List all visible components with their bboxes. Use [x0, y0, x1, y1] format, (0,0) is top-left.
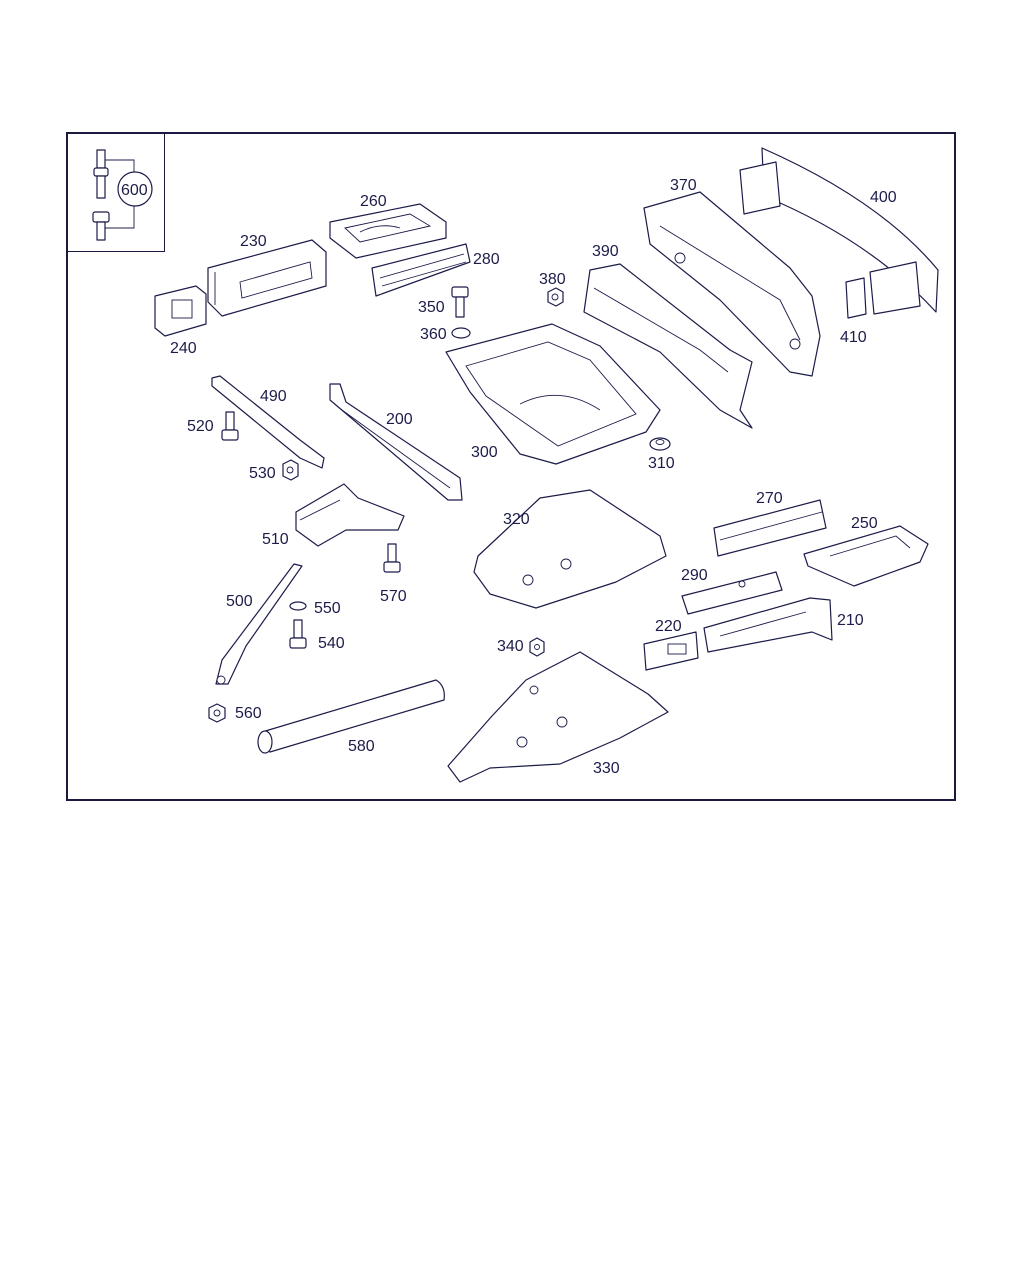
- label-240: 240: [170, 340, 197, 357]
- label-260: 260: [360, 193, 387, 210]
- part-300-tub: [445, 323, 661, 465]
- part-240: [154, 285, 207, 337]
- label-390: 390: [592, 243, 619, 260]
- label-310: 310: [648, 455, 675, 472]
- part-370-crossmember: [643, 191, 821, 377]
- part-220: [643, 631, 699, 671]
- label-560: 560: [235, 705, 262, 722]
- part-280: [371, 243, 471, 297]
- label-300: 300: [471, 444, 498, 461]
- label-380: 380: [539, 271, 566, 288]
- label-400: 400: [870, 189, 897, 206]
- label-220: 220: [655, 618, 682, 635]
- part-540-bolt: [289, 619, 307, 649]
- part-410-plate: [845, 277, 867, 319]
- label-200: 200: [386, 411, 413, 428]
- label-500: 500: [226, 593, 253, 610]
- part-210: [703, 597, 833, 653]
- part-550-washer: [289, 601, 307, 611]
- label-270: 270: [756, 490, 783, 507]
- part-390-rail: [583, 263, 753, 429]
- part-380-nut: [547, 287, 564, 307]
- part-490-strut: [211, 375, 325, 469]
- part-270-rail: [713, 499, 827, 557]
- label-360: 360: [420, 326, 447, 343]
- part-260: [329, 203, 447, 259]
- label-350: 350: [418, 299, 445, 316]
- label-530: 530: [249, 465, 276, 482]
- part-500-link: [215, 563, 303, 685]
- part-520-bolt: [221, 411, 239, 441]
- label-330: 330: [593, 760, 620, 777]
- label-320: 320: [503, 511, 530, 528]
- label-540: 540: [318, 635, 345, 652]
- label-550: 550: [314, 600, 341, 617]
- part-510-bracket: [295, 483, 405, 547]
- label-250: 250: [851, 515, 878, 532]
- part-350-bolt: [451, 286, 469, 318]
- label-600: 600: [121, 182, 148, 199]
- part-360-washer: [451, 327, 471, 339]
- part-310-grommet: [649, 437, 671, 451]
- legend-box: [66, 132, 165, 252]
- label-370: 370: [670, 177, 697, 194]
- part-560-nut: [208, 703, 226, 723]
- part-600-studs: [92, 149, 153, 241]
- label-570: 570: [380, 588, 407, 605]
- part-330-panel: [447, 651, 669, 783]
- label-280: 280: [473, 251, 500, 268]
- part-570-bolt: [383, 543, 401, 573]
- label-210: 210: [837, 612, 864, 629]
- label-290: 290: [681, 567, 708, 584]
- diagram-frame: [66, 132, 956, 801]
- part-320-panel: [473, 489, 667, 609]
- label-410: 410: [840, 329, 867, 346]
- label-340: 340: [497, 638, 524, 655]
- part-230: [207, 239, 327, 317]
- label-580: 580: [348, 738, 375, 755]
- label-520: 520: [187, 418, 214, 435]
- part-400-bumper: [739, 147, 939, 315]
- part-200-bar: [329, 383, 463, 501]
- label-510: 510: [262, 531, 289, 548]
- label-230: 230: [240, 233, 267, 250]
- part-290: [681, 571, 783, 615]
- part-340-nut: [529, 637, 545, 657]
- part-530-nut: [282, 459, 299, 481]
- part-250: [803, 525, 929, 587]
- label-490: 490: [260, 388, 287, 405]
- part-580-tube: [257, 679, 445, 754]
